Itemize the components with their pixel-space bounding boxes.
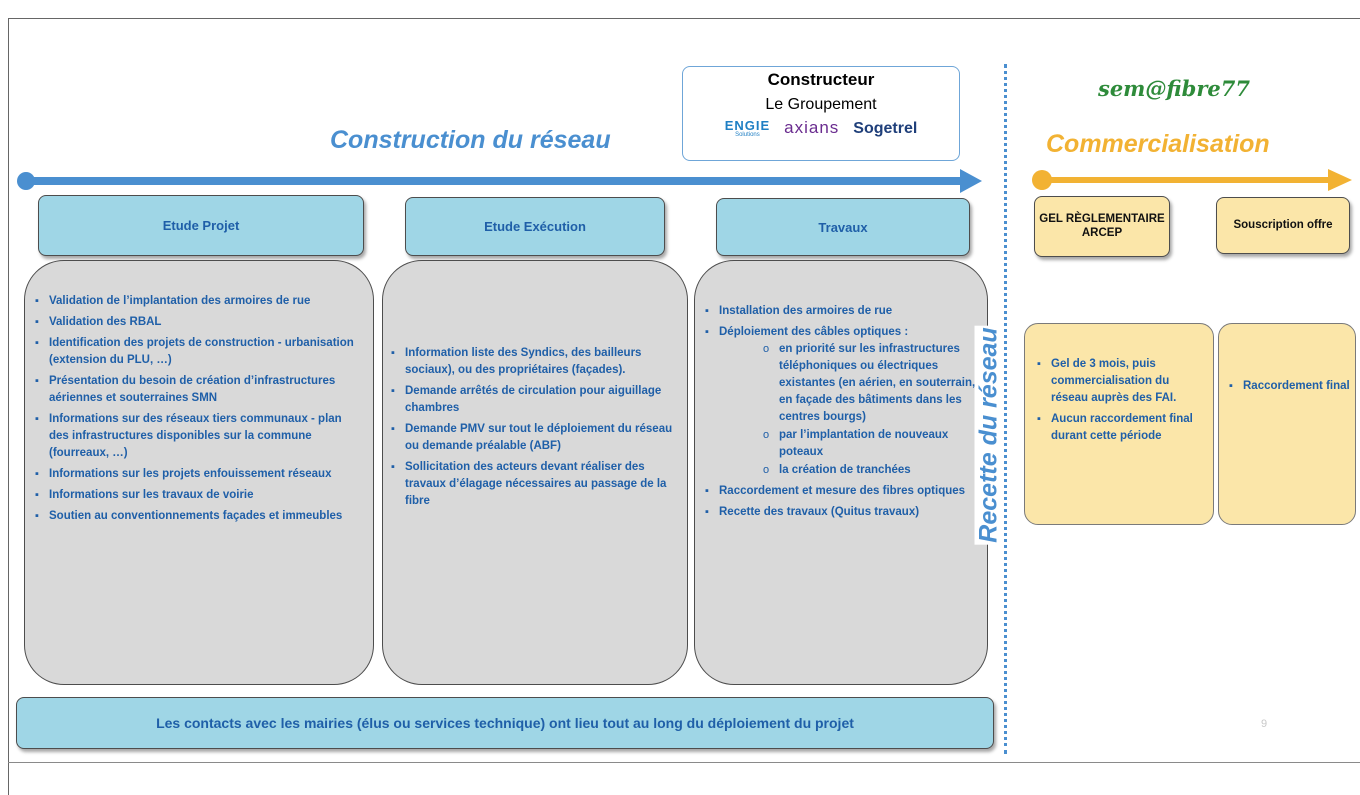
list-item: Demande PMV sur tout le déploiement du r… [391,421,679,455]
list-item: Raccordement final [1229,378,1355,395]
etude-projet-list: Validation de l’implantation des armoire… [35,293,361,529]
travaux-panel: Installation des armoires de rue Déploie… [694,260,988,685]
recette-label: Recette du réseau [974,325,1004,545]
bottom-divider [8,762,1360,763]
list-item: Informations sur les projets enfouisseme… [35,466,361,483]
phase-souscription-offre: Souscription offre [1216,197,1350,254]
phase-gel-reglementaire: GEL RÈGLEMENTAIRE ARCEP [1034,196,1170,257]
timeline-start-dot [17,172,35,190]
list-item: Raccordement et mesure des fibres optiqu… [705,483,983,500]
constructor-logos: ENGIE Solutions axians Sogetrel [683,118,959,138]
commercial-timeline-arrow [1032,169,1352,191]
commercial-timeline-dot [1032,170,1052,190]
etude-projet-panel: Validation de l’implantation des armoire… [24,260,374,685]
phase-etude-execution: Etude Exécution [405,197,665,256]
engie-logo: ENGIE Solutions [724,118,771,138]
list-item: Gel de 3 mois, puis commercialisation du… [1037,356,1207,407]
list-item: Aucun raccordement final durant cette pé… [1037,411,1207,445]
constructor-heading: Constructeur [767,70,875,89]
gel-list: Gel de 3 mois, puis commercialisation du… [1037,356,1207,449]
list-item: Information liste des Syndics, des baill… [391,345,679,379]
souscription-list: Raccordement final [1229,378,1355,399]
list-item: Sollicitation des acteurs devant réalise… [391,459,679,510]
sub-list: en priorité sur les infrastructures télé… [719,341,983,479]
timeline-shaft [28,177,966,185]
souscription-panel: Raccordement final [1218,323,1356,525]
axians-logo: axians [784,118,840,137]
list-item: Présentation du besoin de création d’inf… [35,373,361,407]
commercial-timeline-shaft [1044,177,1332,183]
semafibre-logo: sem@fibre77 [1098,76,1251,101]
sogetrel-logo: Sogetrel [853,120,918,137]
contacts-footer-bar: Les contacts avec les mairies (élus ou s… [16,697,994,749]
sub-list-item: en priorité sur les infrastructures télé… [763,341,983,426]
travaux-list: Installation des armoires de rue Déploie… [705,303,983,525]
gel-panel: Gel de 3 mois, puis commercialisation du… [1024,323,1214,525]
phase-travaux: Travaux [716,198,970,256]
construction-title: Construction du réseau [330,126,611,154]
slide-frame [8,18,1360,795]
list-item: Soutien au conventionnements façades et … [35,508,361,525]
constructor-subheading: Le Groupement [765,96,877,113]
list-item: Déploiement des câbles optiques : en pri… [705,324,983,479]
etude-execution-list: Information liste des Syndics, des baill… [391,345,679,514]
construction-timeline-arrow [17,169,982,193]
list-item: Validation des RBAL [35,314,361,331]
list-item-label: Déploiement des câbles optiques : [719,326,909,338]
section-separator [1004,64,1007,754]
commercial-title: Commercialisation [1046,130,1270,158]
page-number: 9 [1261,718,1268,730]
list-item: Informations sur les travaux de voirie [35,487,361,504]
constructor-box: Constructeur Le Groupement ENGIE Solutio… [682,66,960,161]
commercial-timeline-arrowhead [1328,169,1352,191]
etude-execution-panel: Information liste des Syndics, des baill… [382,260,688,685]
list-item: Recette des travaux (Quitus travaux) [705,504,983,521]
sub-list-item: la création de tranchées [763,462,983,479]
sub-list-item: par l’implantation de nouveaux poteaux [763,427,983,461]
list-item: Identification des projets de constructi… [35,335,361,369]
phase-etude-projet: Etude Projet [38,195,364,256]
list-item: Installation des armoires de rue [705,303,983,320]
list-item: Validation de l’implantation des armoire… [35,293,361,310]
timeline-arrowhead [960,169,982,193]
list-item: Informations sur des réseaux tiers commu… [35,411,361,462]
list-item: Demande arrêtés de circulation pour aigu… [391,383,679,417]
